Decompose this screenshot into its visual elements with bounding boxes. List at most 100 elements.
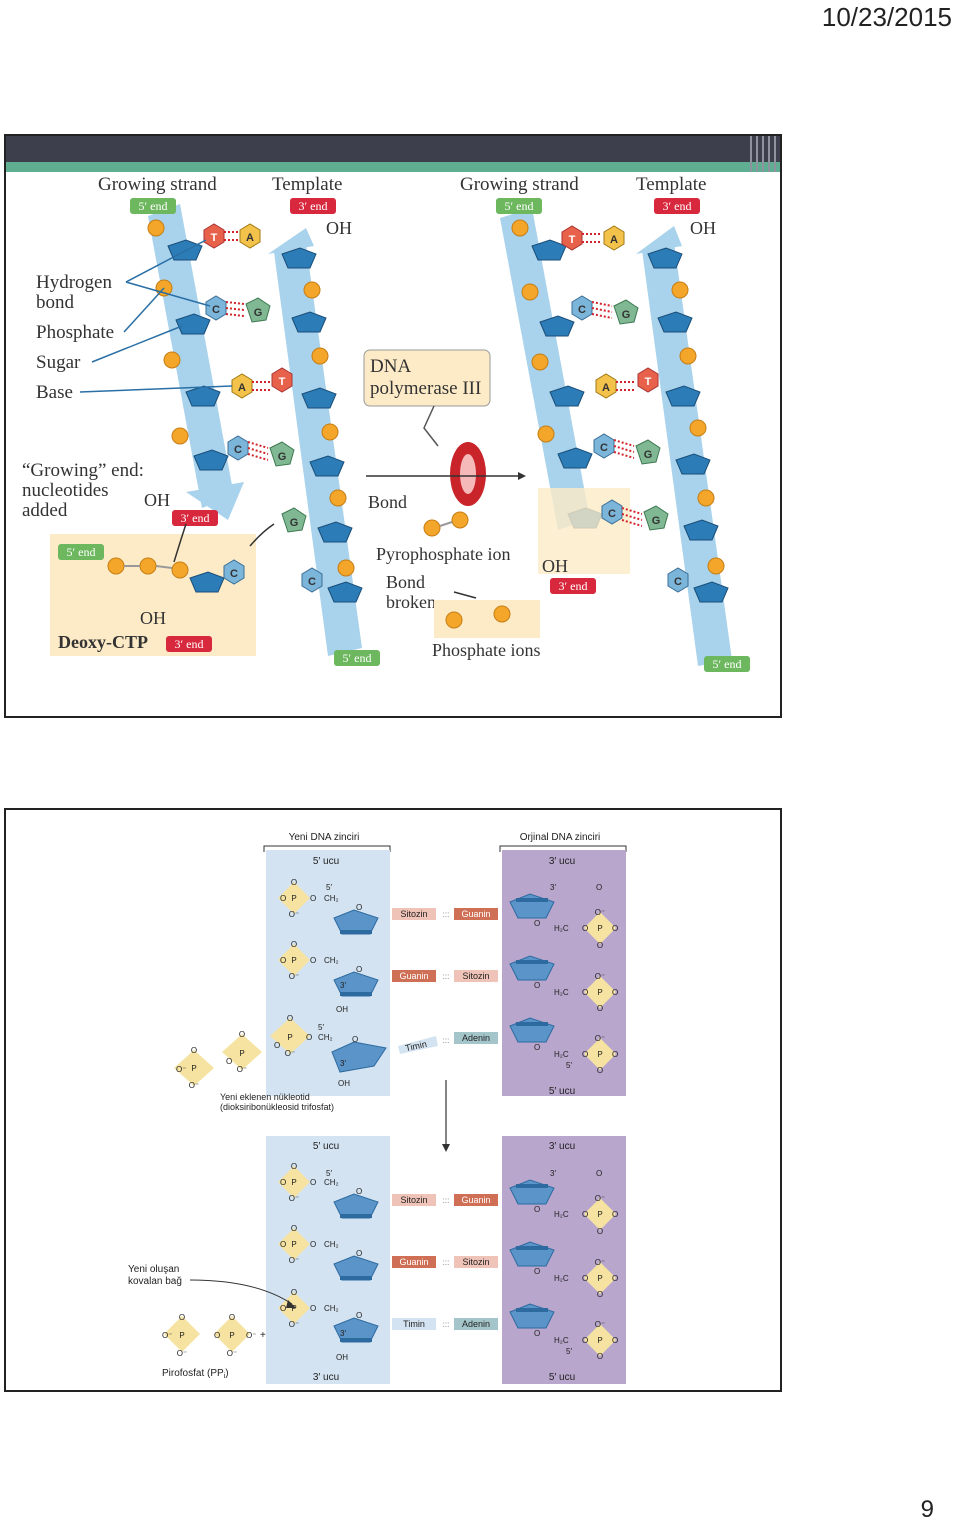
svg-text:Adenin: Adenin — [462, 1319, 490, 1329]
svg-text:O: O — [597, 1227, 603, 1236]
svg-text:O: O — [356, 1311, 362, 1320]
svg-text:C: C — [212, 304, 220, 316]
svg-text:O⁻: O⁻ — [289, 1320, 299, 1329]
svg-text:C: C — [608, 508, 616, 520]
svg-text:H₂C: H₂C — [554, 1210, 569, 1219]
svg-text:C: C — [308, 576, 316, 588]
svg-text:OH: OH — [336, 1005, 348, 1014]
template-phosphates — [303, 281, 355, 577]
svg-text:OH: OH — [690, 218, 716, 238]
svg-text:O⁻: O⁻ — [285, 1049, 295, 1058]
pyrophosphate-label: Pyrophosphate ion — [376, 544, 511, 564]
deoxy-ctp-label: Deoxy-CTP — [58, 632, 148, 652]
svg-text:O⁻: O⁻ — [595, 1258, 605, 1267]
svg-text:H₂C: H₂C — [554, 988, 569, 997]
svg-text:P: P — [291, 1178, 296, 1187]
adenine-base — [239, 223, 261, 249]
svg-text:G: G — [254, 307, 263, 319]
svg-text:5′: 5′ — [326, 883, 332, 892]
svg-text:O: O — [214, 1331, 220, 1340]
svg-text:O: O — [612, 1274, 618, 1283]
svg-text:P: P — [597, 988, 602, 997]
svg-text:O: O — [280, 1178, 286, 1187]
svg-text:G: G — [652, 515, 661, 527]
svg-text:G: G — [290, 517, 299, 529]
svg-text:O⁻: O⁻ — [595, 1194, 605, 1203]
growing-strand-label: Growing strand — [98, 174, 217, 195]
top-base-pairs: Sitozin ::: Guanin Guanin ::: Sitozin Ti… — [392, 908, 498, 1054]
svg-text:kovalan bağ: kovalan bağ — [128, 1276, 182, 1287]
svg-text:+: + — [260, 1330, 266, 1341]
svg-text:O: O — [291, 1224, 297, 1233]
svg-text:CH₂: CH₂ — [324, 1178, 339, 1187]
svg-text:A: A — [238, 382, 246, 394]
right-diagram: Growing strand 5′ end Template 3′ end OH — [460, 174, 750, 672]
svg-text:DNA: DNA — [370, 356, 411, 377]
covalent-bond-label: Yeni oluşan — [128, 1264, 179, 1275]
svg-text:C: C — [230, 568, 238, 580]
svg-text::::: ::: — [443, 1196, 450, 1205]
svg-text:(dioksiribonükleosid trifosfat: (dioksiribonükleosid trifosfat) — [220, 1102, 334, 1112]
svg-text:OH: OH — [336, 1353, 348, 1362]
five-end-label: 5′ end — [139, 199, 168, 213]
template-unpaired-c: C — [301, 567, 323, 593]
svg-text:P: P — [239, 1049, 244, 1058]
svg-text:P: P — [291, 956, 296, 965]
svg-text:P: P — [291, 1304, 296, 1313]
svg-text:bond: bond — [36, 292, 75, 313]
base-pair-c-g-2: C G — [227, 435, 295, 467]
pyrophosphate: O O⁻ P O⁻ O O P O⁻ O⁻ + — [162, 1313, 266, 1358]
svg-text:O: O — [597, 941, 603, 950]
svg-text:3′ end: 3′ end — [175, 637, 204, 651]
svg-text:O: O — [356, 965, 362, 974]
svg-text:O: O — [596, 883, 602, 892]
bond-label: Bond — [368, 492, 407, 512]
guanin-label: Guanin — [461, 909, 490, 919]
legend-phosphate: Phosphate — [36, 322, 114, 343]
base-pair-a-t: A T — [231, 367, 293, 399]
timin-label: Timin — [404, 1039, 427, 1053]
dna-replication-slide: Growing strand 5′ end Template 3′ end OH — [4, 134, 782, 718]
svg-text:O: O — [291, 940, 297, 949]
svg-text:5′ ucu: 5′ ucu — [313, 1141, 339, 1152]
growing-oh-label: OH — [144, 490, 170, 510]
svg-text:O: O — [191, 1046, 197, 1055]
svg-text:3′: 3′ — [550, 1169, 556, 1178]
svg-text:T: T — [569, 234, 576, 246]
svg-text:Guanin: Guanin — [399, 1257, 428, 1267]
svg-text:O: O — [612, 988, 618, 997]
svg-text:O: O — [356, 903, 362, 912]
svg-text:polymerase III: polymerase III — [370, 378, 481, 399]
svg-text:O: O — [534, 981, 540, 990]
phosphate-ions-label: Phosphate ions — [432, 640, 541, 660]
svg-text:P: P — [291, 1240, 296, 1249]
svg-text:O⁻: O⁻ — [237, 1065, 247, 1074]
growing-strand-backbone — [148, 204, 234, 508]
three-end-badge — [290, 198, 336, 214]
top-orig-strand: 3′ O O O⁻ H₂C O P O O O O⁻ H₂C O P O O O… — [509, 883, 618, 1075]
svg-text:5′: 5′ — [318, 1023, 324, 1032]
svg-text::::: ::: — [443, 910, 450, 919]
five-end-badge — [130, 198, 176, 214]
svg-text::::: ::: — [443, 1036, 450, 1045]
svg-text:O: O — [226, 1057, 232, 1066]
svg-text:O: O — [280, 956, 286, 965]
svg-text:P: P — [597, 1336, 602, 1345]
adenin-label: Adenin — [462, 1033, 490, 1043]
svg-text:P: P — [597, 1274, 602, 1283]
svg-text:O: O — [310, 1240, 316, 1249]
svg-text:3′ end: 3′ end — [559, 579, 588, 593]
svg-text::::: ::: — [443, 1320, 450, 1329]
svg-text:O: O — [582, 1274, 588, 1283]
svg-text:3′: 3′ — [340, 981, 346, 990]
bottom-base-pairs: Sitozin ::: Guanin Guanin ::: Sitozin Ti… — [392, 1194, 498, 1330]
replication-diagram: Growing strand 5′ end Template 3′ end OH — [6, 136, 780, 672]
svg-text:O⁻: O⁻ — [595, 1320, 605, 1329]
svg-text:O: O — [534, 1267, 540, 1276]
svg-text:O⁻: O⁻ — [289, 910, 299, 919]
svg-text:O⁻: O⁻ — [227, 1349, 237, 1358]
svg-text:CH₂: CH₂ — [324, 894, 339, 903]
svg-text:T: T — [279, 376, 286, 388]
svg-text:O: O — [596, 1169, 602, 1178]
svg-text:O⁻: O⁻ — [177, 1349, 187, 1358]
